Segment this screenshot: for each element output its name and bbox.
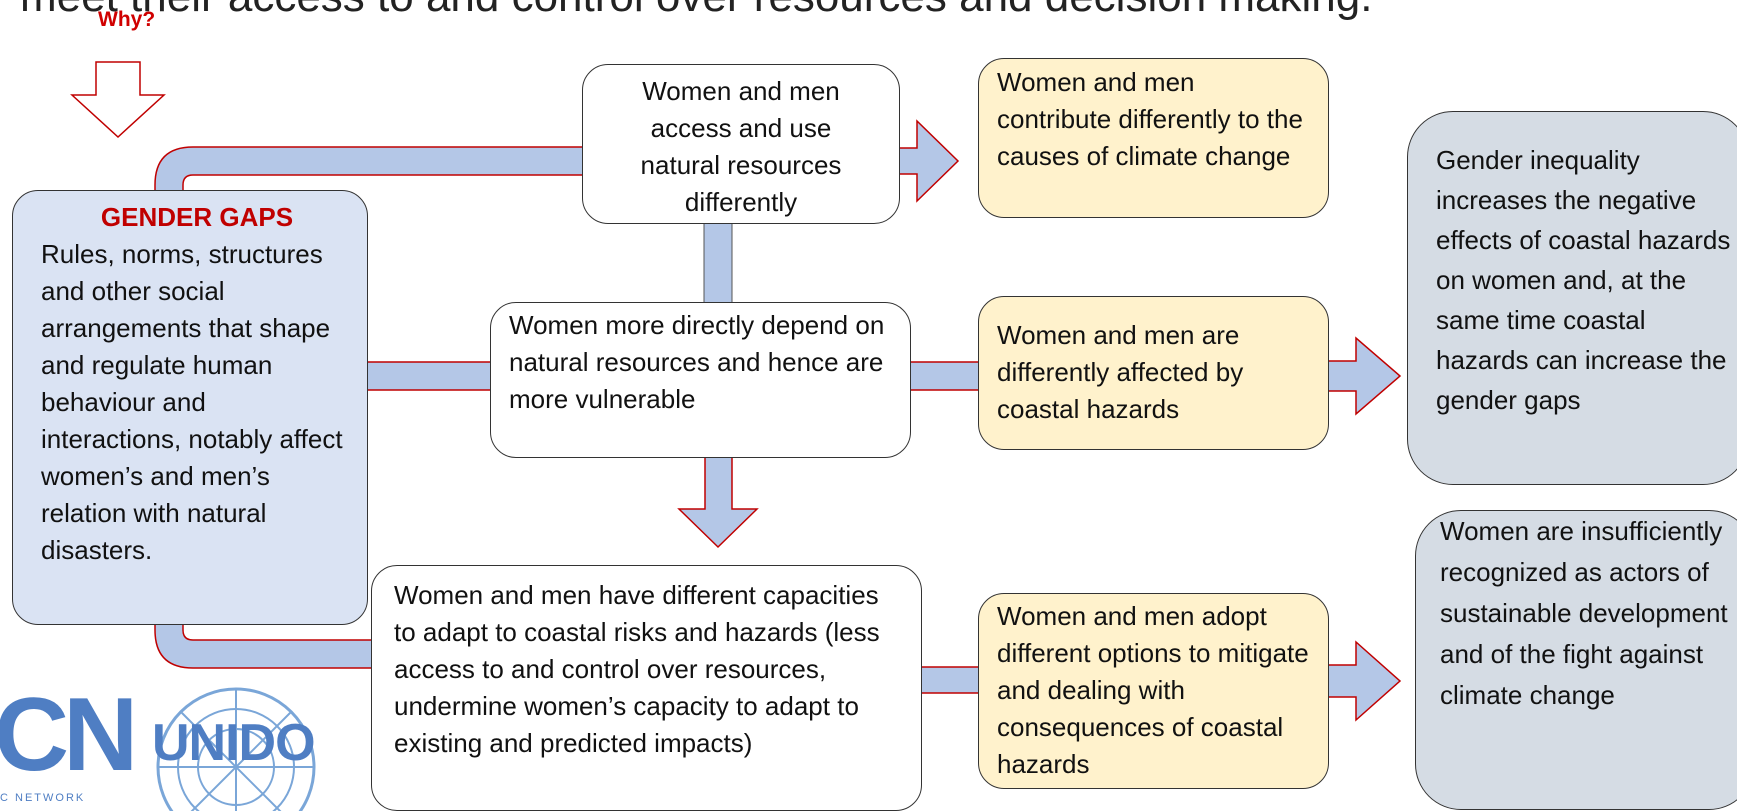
unido-logo: UNIDO bbox=[148, 685, 323, 811]
depend-text: Women more directly depend on natural re… bbox=[509, 310, 885, 414]
capacities-text: Women and men have different capacities … bbox=[394, 580, 880, 758]
affected-text: Women and men are differently affected b… bbox=[997, 320, 1244, 424]
bottom-curved-band bbox=[154, 619, 373, 669]
inequality-text: Gender inequality increases the negative… bbox=[1436, 145, 1731, 415]
middle-band bbox=[364, 361, 493, 391]
arrow-to-inequality bbox=[1326, 336, 1402, 416]
affected-box: Women and men are differently affected b… bbox=[978, 296, 1329, 450]
gender-gaps-text: Rules, norms, structures and other socia… bbox=[41, 239, 343, 565]
recognized-box: Women are insufficiently recognized as a… bbox=[1415, 510, 1737, 810]
band-to-adopt bbox=[919, 666, 981, 694]
band-to-affected bbox=[908, 361, 980, 391]
depend-box: Women more directly depend on natural re… bbox=[490, 302, 911, 458]
top-curved-band bbox=[154, 146, 584, 196]
gender-gaps-box: GENDER GAPS Rules, norms, structures and… bbox=[12, 190, 368, 625]
why-label: Why? bbox=[98, 8, 156, 31]
capacities-box: Women and men have different capacities … bbox=[371, 565, 922, 811]
network-logo-text: CN bbox=[0, 677, 138, 793]
down-arrow-to-capacities bbox=[677, 455, 759, 549]
network-logo: CN C NETWORK bbox=[0, 677, 138, 811]
recognized-text: Women are insufficiently recognized as a… bbox=[1440, 516, 1728, 710]
access-text: Women and men access and use natural res… bbox=[640, 76, 842, 217]
inequality-box: Gender inequality increases the negative… bbox=[1407, 111, 1737, 485]
un-emblem-icon bbox=[156, 687, 316, 811]
why-down-arrow bbox=[70, 61, 166, 139]
adopt-text: Women and men adopt different options to… bbox=[997, 601, 1309, 779]
access-box: Women and men access and use natural res… bbox=[582, 64, 900, 224]
unido-logo-text: UNIDO bbox=[152, 714, 316, 772]
contribute-text: Women and men contribute differently to … bbox=[997, 67, 1303, 171]
arrow-to-recognized bbox=[1326, 640, 1402, 722]
contribute-box: Women and men contribute differently to … bbox=[978, 58, 1329, 218]
vertical-connector-top bbox=[703, 219, 733, 306]
network-logo-caption: C NETWORK bbox=[0, 792, 86, 804]
slide-title: meet their access to and control over re… bbox=[20, 0, 1372, 22]
adopt-box: Women and men adopt different options to… bbox=[978, 593, 1329, 789]
gender-gaps-heading: GENDER GAPS bbox=[100, 202, 294, 232]
arrow-to-contribute bbox=[896, 119, 960, 203]
